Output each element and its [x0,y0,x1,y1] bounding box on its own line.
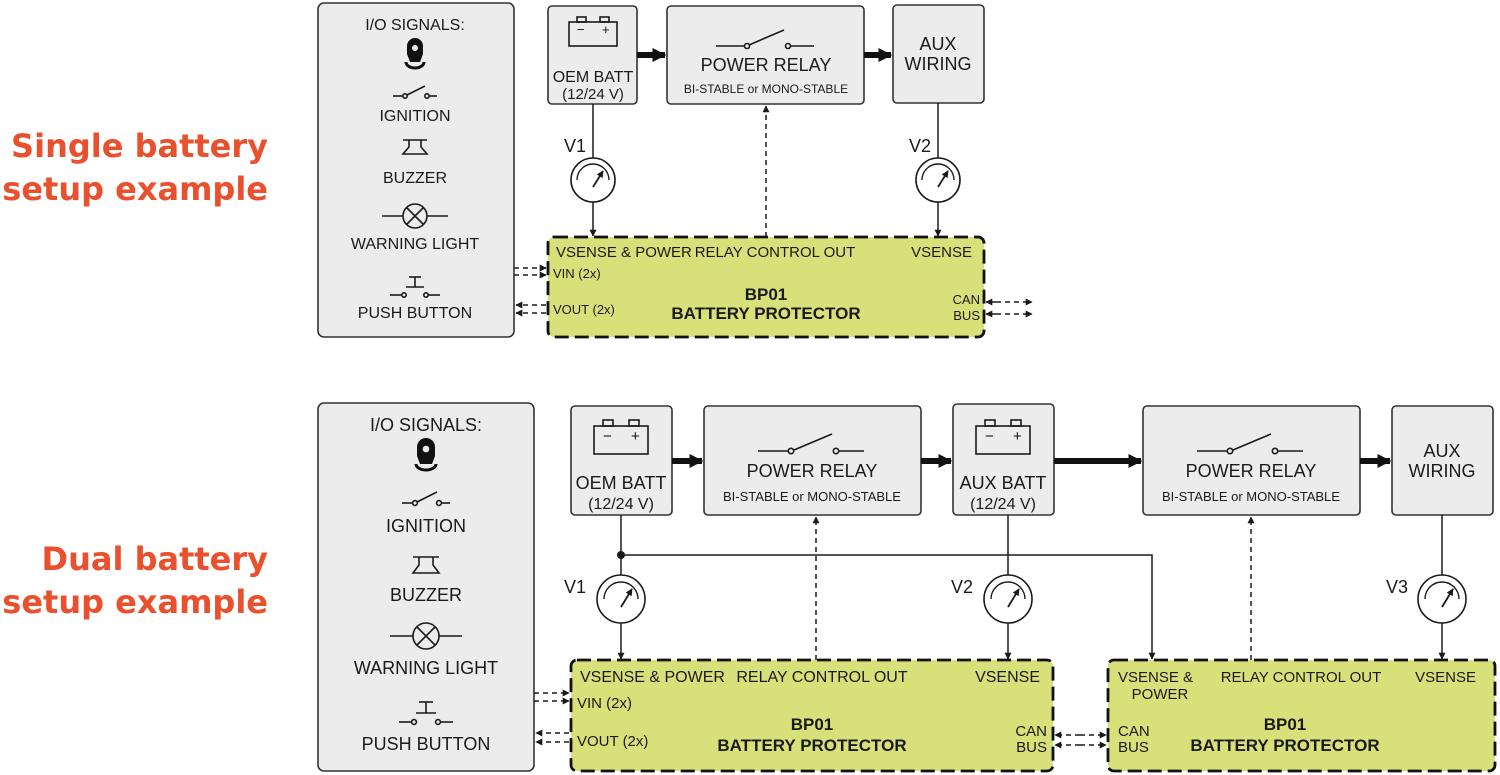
dual-relay1-title: POWER RELAY [747,461,878,481]
voltmeter-icon [1417,574,1467,624]
dual-oem-batt-label: OEM BATT [576,473,667,493]
dual-relay2-subtitle: BI-STABLE or MONO-STABLE [1162,489,1340,504]
single-bp01-box [546,235,986,339]
battery-icon: −+ [593,419,649,455]
dual-io-title: I/O SIGNALS: [370,415,482,435]
dual-relay2-title: POWER RELAY [1186,461,1317,481]
svg-text:−: − [985,428,994,445]
dual-push-button-label: PUSH BUTTON [362,734,491,754]
dual-bp1-relay-control-out-label: RELAY CONTROL OUT [736,669,908,686]
voltmeter-icon [983,574,1033,624]
dual-ignition-label: IGNITION [386,516,466,536]
single-warning-light-label: WARNING LIGHT [351,236,480,253]
single-relay-subtitle: BI-STABLE or MONO-STABLE [684,82,848,96]
single-wiring-label: WIRING [905,54,972,74]
dual-bp2-vsense-label-line2: POWER [1132,686,1189,703]
warning-light-icon [382,203,448,229]
dual-bp1-can-label: CAN [1015,723,1047,740]
single-io-title: I/O SIGNALS: [365,17,465,34]
buzzer-icon [401,139,429,155]
dual-v3-label: V3 [1386,577,1408,597]
single-oem-batt-voltage: (12/24 V) [562,86,624,103]
single-ignition-label: IGNITION [379,108,450,125]
svg-text:+: + [631,428,640,445]
voltmeter-icon [596,574,646,624]
switch-icon [402,491,450,507]
switch-icon [393,85,437,100]
dual-bp2-name: BP01 [1264,715,1307,734]
single-io-signals-panel [317,2,515,338]
dual-bp1-desc: BATTERY PROTECTOR [717,736,906,755]
dual-oem-batt-voltage: (12/24 V) [588,496,654,513]
dual-bp01-2-box [1106,658,1497,773]
dual-bp2-vsense-label-line1: VSENSE & [1118,669,1193,686]
single-relay-title: POWER RELAY [701,55,832,75]
dual-bp2-vsense-label: VSENSE [1415,669,1476,686]
relay-switch-icon [758,433,864,455]
buzzer-icon [411,556,441,574]
dual-bp1-vout-label: VOUT (2x) [577,733,648,750]
svg-text:−: − [577,22,585,37]
dual-bp2-desc: BATTERY PROTECTOR [1190,736,1379,755]
dual-warning-light-label: WARNING LIGHT [354,658,498,678]
svg-text:+: + [1013,428,1022,445]
ignition-key-icon [414,438,438,472]
voltmeter-icon [915,157,961,203]
battery-icon: −+ [568,16,618,47]
dual-bp2-can-label: CAN [1118,723,1150,740]
single-vin-label: VIN (2x) [553,266,601,281]
dual-bp1-vin-label: VIN (2x) [577,695,632,712]
dual-relay1-subtitle: BI-STABLE or MONO-STABLE [723,489,901,504]
relay-switch-icon [1197,433,1303,455]
dual-aux-label: AUX [1423,441,1460,461]
ignition-key-icon [404,38,426,70]
single-bus-label: BUS [953,308,980,323]
dual-aux-batt-label: AUX BATT [960,473,1047,493]
battery-icon: −+ [975,419,1031,455]
dual-setup: I/O SIGNALS: IGNITION BUZZER WARNING LIG… [317,402,1497,773]
single-vsense-power-label: VSENSE & POWER [556,244,692,261]
single-v2-label: V2 [909,136,931,156]
dual-can-bus-connector [1054,731,1107,749]
dual-bp2-bus-label: BUS [1118,739,1149,756]
single-vout-label: VOUT (2x) [553,302,615,317]
voltmeter-icon [570,157,616,203]
warning-light-icon [390,622,462,650]
dual-io-signals-panel [317,402,535,772]
single-buzzer-label: BUZZER [383,170,447,187]
relay-switch-icon [716,29,814,50]
dual-bp1-vsense-label: VSENSE [975,669,1040,686]
dual-v1-label: V1 [564,577,586,597]
single-v1-label: V1 [564,136,586,156]
dual-bp2-relay-control-out-label: RELAY CONTROL OUT [1221,669,1382,686]
single-aux-label: AUX [919,34,956,54]
single-bp-desc: BATTERY PROTECTOR [671,304,860,323]
single-setup: I/O SIGNALS: IGNITION BUZZER WARNING LIG… [317,2,1033,339]
single-can-label: CAN [953,292,980,307]
single-can-bus-connector [985,298,1033,318]
single-bp-name: BP01 [745,285,788,304]
single-oem-batt-label: OEM BATT [553,69,634,86]
dual-battery-title-line1: Dual battery [41,540,268,578]
svg-text:−: − [603,428,612,445]
dual-oem-sense-line [621,554,1156,660]
dual-buzzer-label: BUZZER [390,585,462,605]
dual-bp1-vsense-power-label: VSENSE & POWER [580,669,725,686]
dual-bp01-1-box [569,658,1055,773]
single-battery-title-line1: Single battery [11,127,268,165]
dual-bp1-name: BP01 [791,715,834,734]
dual-wiring-label: WIRING [1409,461,1476,481]
single-battery-title-line2: setup example [2,170,268,208]
push-button-icon [399,701,453,726]
svg-text:+: + [602,22,610,37]
push-button-icon [390,276,440,299]
dual-v2-label: V2 [951,577,973,597]
single-vsense-label: VSENSE [911,244,972,261]
dual-aux-batt-voltage: (12/24 V) [970,496,1036,513]
single-push-button-label: PUSH BUTTON [358,305,472,322]
single-relay-control-out-label: RELAY CONTROL OUT [695,244,856,261]
dual-bp1-bus-label: BUS [1016,739,1047,756]
dual-battery-title-line2: setup example [2,583,268,621]
